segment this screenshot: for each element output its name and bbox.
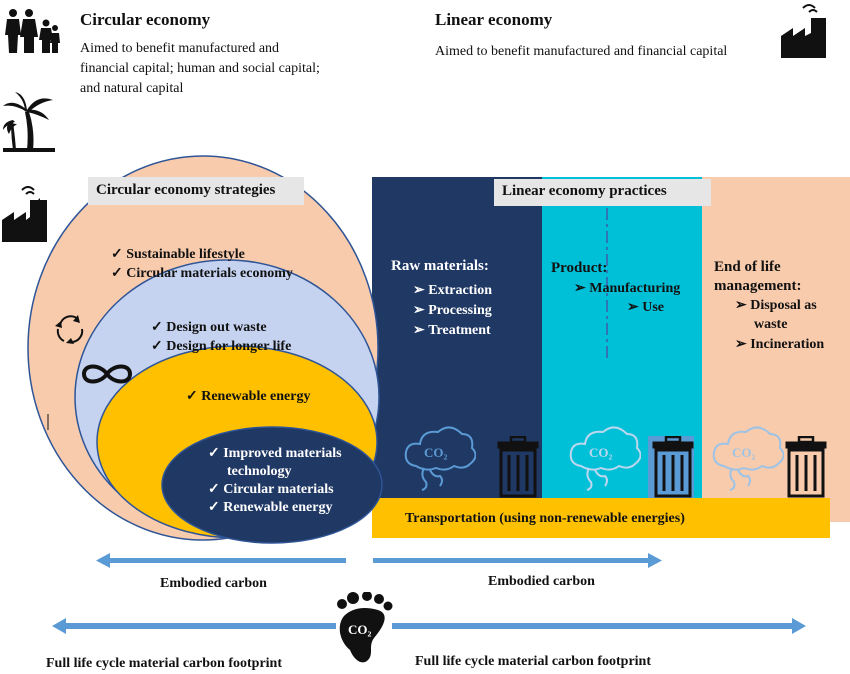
embodied-left-arrow [108, 558, 346, 563]
footprint-co2-label: CO₂ [348, 622, 372, 637]
product-item: Manufacturing [574, 280, 680, 297]
footprint-icon: CO₂ [337, 592, 393, 663]
palm-tree-icon [3, 92, 55, 152]
end-of-life-block: End of life management: Disposal as wast… [714, 258, 824, 356]
linear-economy-title: Linear economy [435, 10, 553, 29]
full-right-arrow [392, 623, 794, 629]
linear-practices-heading: Linear economy practices [502, 183, 667, 199]
co2-cloud-icon: CO₂ [404, 426, 476, 491]
carbon-arrows [52, 553, 806, 634]
ring4-item: Circular materials [208, 481, 342, 499]
trash-bin-icon [652, 436, 694, 498]
ring1-item: Circular materials economy [111, 265, 293, 282]
description-line: Aimed to benefit manufactured and [80, 41, 280, 56]
co2-label: CO₂ [589, 445, 613, 460]
raw-item: Extraction [413, 281, 492, 301]
end-of-life-item: waste [754, 317, 788, 332]
end-of-life-item: Disposal as [735, 296, 824, 316]
ring3-item: Renewable energy [186, 388, 310, 405]
circular-economy-title: Circular economy [80, 10, 211, 29]
description-line: financial capital; human and social capi… [80, 61, 320, 76]
embodied-carbon-right-label: Embodied carbon [488, 574, 595, 589]
transportation-bar [372, 498, 830, 538]
family-icon [5, 9, 60, 53]
linear-economy-description: Aimed to benefit manufactured and financ… [435, 44, 728, 59]
raw-item: Treatment [413, 321, 492, 341]
infinity-icon [81, 364, 133, 384]
circular-economy-description: Aimed to benefit manufactured and financ… [80, 39, 380, 99]
co2-cloud-icon: CO₂ [712, 426, 784, 491]
raw-materials-title: Raw materials: [391, 258, 489, 274]
circular-strategies-heading: Circular economy strategies [96, 182, 276, 198]
ring2-item: Design out waste [151, 319, 266, 336]
co2-label: CO₂ [424, 445, 448, 460]
ring4-item: Improved materials [208, 445, 341, 463]
embodied-right-arrow [373, 558, 650, 563]
transportation-label: Transportation (using non-renewable ener… [405, 511, 685, 526]
factory-icon [781, 4, 826, 58]
full-footprint-right-label: Full life cycle material carbon footprin… [415, 654, 651, 669]
divider-line [606, 185, 608, 360]
full-footprint-left-label: Full life cycle material carbon footprin… [46, 656, 282, 671]
raw-item: Processing [413, 301, 492, 321]
factory-icon [2, 186, 47, 242]
ring4-item: Renewable energy [208, 499, 342, 517]
ring2-item: Design for longer life [151, 338, 291, 355]
product-title: Product: [551, 260, 608, 276]
ring1-item: Sustainable lifestyle [111, 246, 245, 263]
ring4-block: Improved materials technology Circular m… [208, 445, 342, 517]
trash-bin-icon [785, 436, 827, 498]
end-of-life-title: management: [714, 278, 802, 294]
product-item: Use [627, 299, 664, 316]
co2-cloud-icon: CO₂ [569, 426, 641, 491]
circular-strategies-heading-bg [88, 177, 304, 205]
ring4-item: technology [227, 464, 292, 479]
raw-materials-panel [372, 177, 542, 522]
end-of-life-item: Incineration [735, 334, 824, 356]
raw-materials-block: Raw materials: Extraction Processing Tre… [391, 258, 492, 341]
end-of-life-title: End of life [714, 259, 781, 275]
linear-practices-heading-bg [494, 179, 711, 206]
full-left-arrow [64, 623, 336, 629]
embodied-carbon-left-label: Embodied carbon [160, 576, 267, 591]
description-line: and natural capital [80, 81, 184, 96]
recycle-icon [55, 315, 84, 344]
co2-label: CO₂ [732, 445, 756, 460]
trash-bin-icon [497, 436, 539, 498]
